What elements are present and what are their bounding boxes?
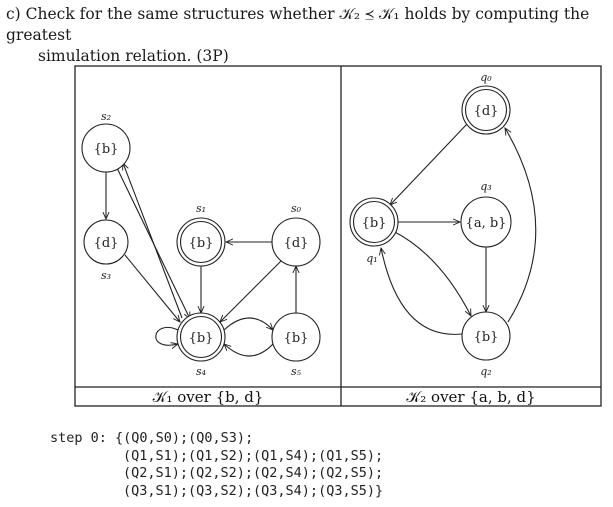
task-statement: c) Check for the same structures whether… [6, 4, 606, 67]
s1-label: s₁ [196, 202, 206, 215]
s2-prop: {b} [94, 142, 119, 157]
s0-prop: {d} [284, 236, 309, 251]
s2-label: s₂ [101, 110, 111, 123]
q0-label: q₀ [480, 71, 492, 84]
s0-label: s₀ [291, 202, 302, 215]
k2-caption: 𝒦₂ over {a, b, d} [406, 388, 535, 406]
s3-label: s₃ [101, 269, 111, 282]
q3-label: q₃ [480, 180, 491, 193]
figure-frame [74, 65, 602, 407]
task-line-2: simulation relation. (3P) [38, 47, 229, 65]
code-line-4: (Q3,S1);(Q3,S2);(Q3,S4);(Q3,S5)} [123, 482, 384, 499]
edge-s4-s5 [223, 317, 273, 330]
code-line-2: (Q1,S1);(Q1,S2);(Q1,S4);(Q1,S5); [123, 447, 384, 464]
s3-prop: {d} [94, 236, 119, 251]
k1-states [81, 123, 321, 362]
k1-edges [106, 163, 296, 357]
s4-label: s₄ [196, 365, 206, 378]
s5-prop: {b} [284, 331, 309, 346]
q2-prop: {b} [474, 330, 499, 345]
state-q3 [460, 196, 512, 248]
state-s3 [83, 219, 129, 265]
s5-label: s₅ [291, 365, 302, 378]
state-q2 [461, 311, 511, 361]
task-line-1: c) Check for the same structures whether… [6, 5, 590, 44]
state-q0-inner [464, 88, 508, 132]
edge-q2-q1 [381, 248, 463, 335]
state-s4-inner [179, 315, 223, 359]
k2-edges [381, 123, 537, 335]
edge-s5-s4 [224, 344, 274, 357]
q1-label: q₁ [366, 252, 377, 265]
edge-q1-q2 [392, 230, 471, 316]
q0-prop: {d} [474, 104, 499, 119]
state-s0 [271, 217, 321, 267]
edge-s0-s4 [220, 259, 283, 322]
edge-q2-q0 [505, 128, 537, 323]
q2-label: q₂ [480, 365, 491, 378]
s1-prop: {b} [189, 236, 214, 251]
k2-states [349, 85, 512, 361]
state-s1-inner [179, 220, 223, 264]
q3-prop: {a, b} [466, 216, 507, 231]
s4-prop: {b} [189, 331, 214, 346]
q1-prop: {b} [362, 216, 387, 231]
edge-s4-self [155, 327, 178, 345]
edge-s4-s2 [123, 163, 183, 319]
code-line-3: (Q2,S1);(Q2,S2);(Q2,S4);(Q2,S5); [123, 465, 384, 481]
state-s2 [81, 123, 131, 173]
edge-q0-q1 [390, 123, 468, 205]
state-q1-inner [352, 200, 396, 244]
k1-caption: 𝒦₁ over {b, d} [153, 388, 264, 406]
code-line-1: step 0: {(Q0,S0);(Q0,S3); [50, 430, 254, 446]
edge-s3-s4 [124, 254, 180, 322]
simulation-steps-code: step 0: {(Q0,S0);(Q0,S3); (Q1,S1);(Q1,S2… [50, 430, 383, 500]
state-s5 [271, 312, 321, 362]
